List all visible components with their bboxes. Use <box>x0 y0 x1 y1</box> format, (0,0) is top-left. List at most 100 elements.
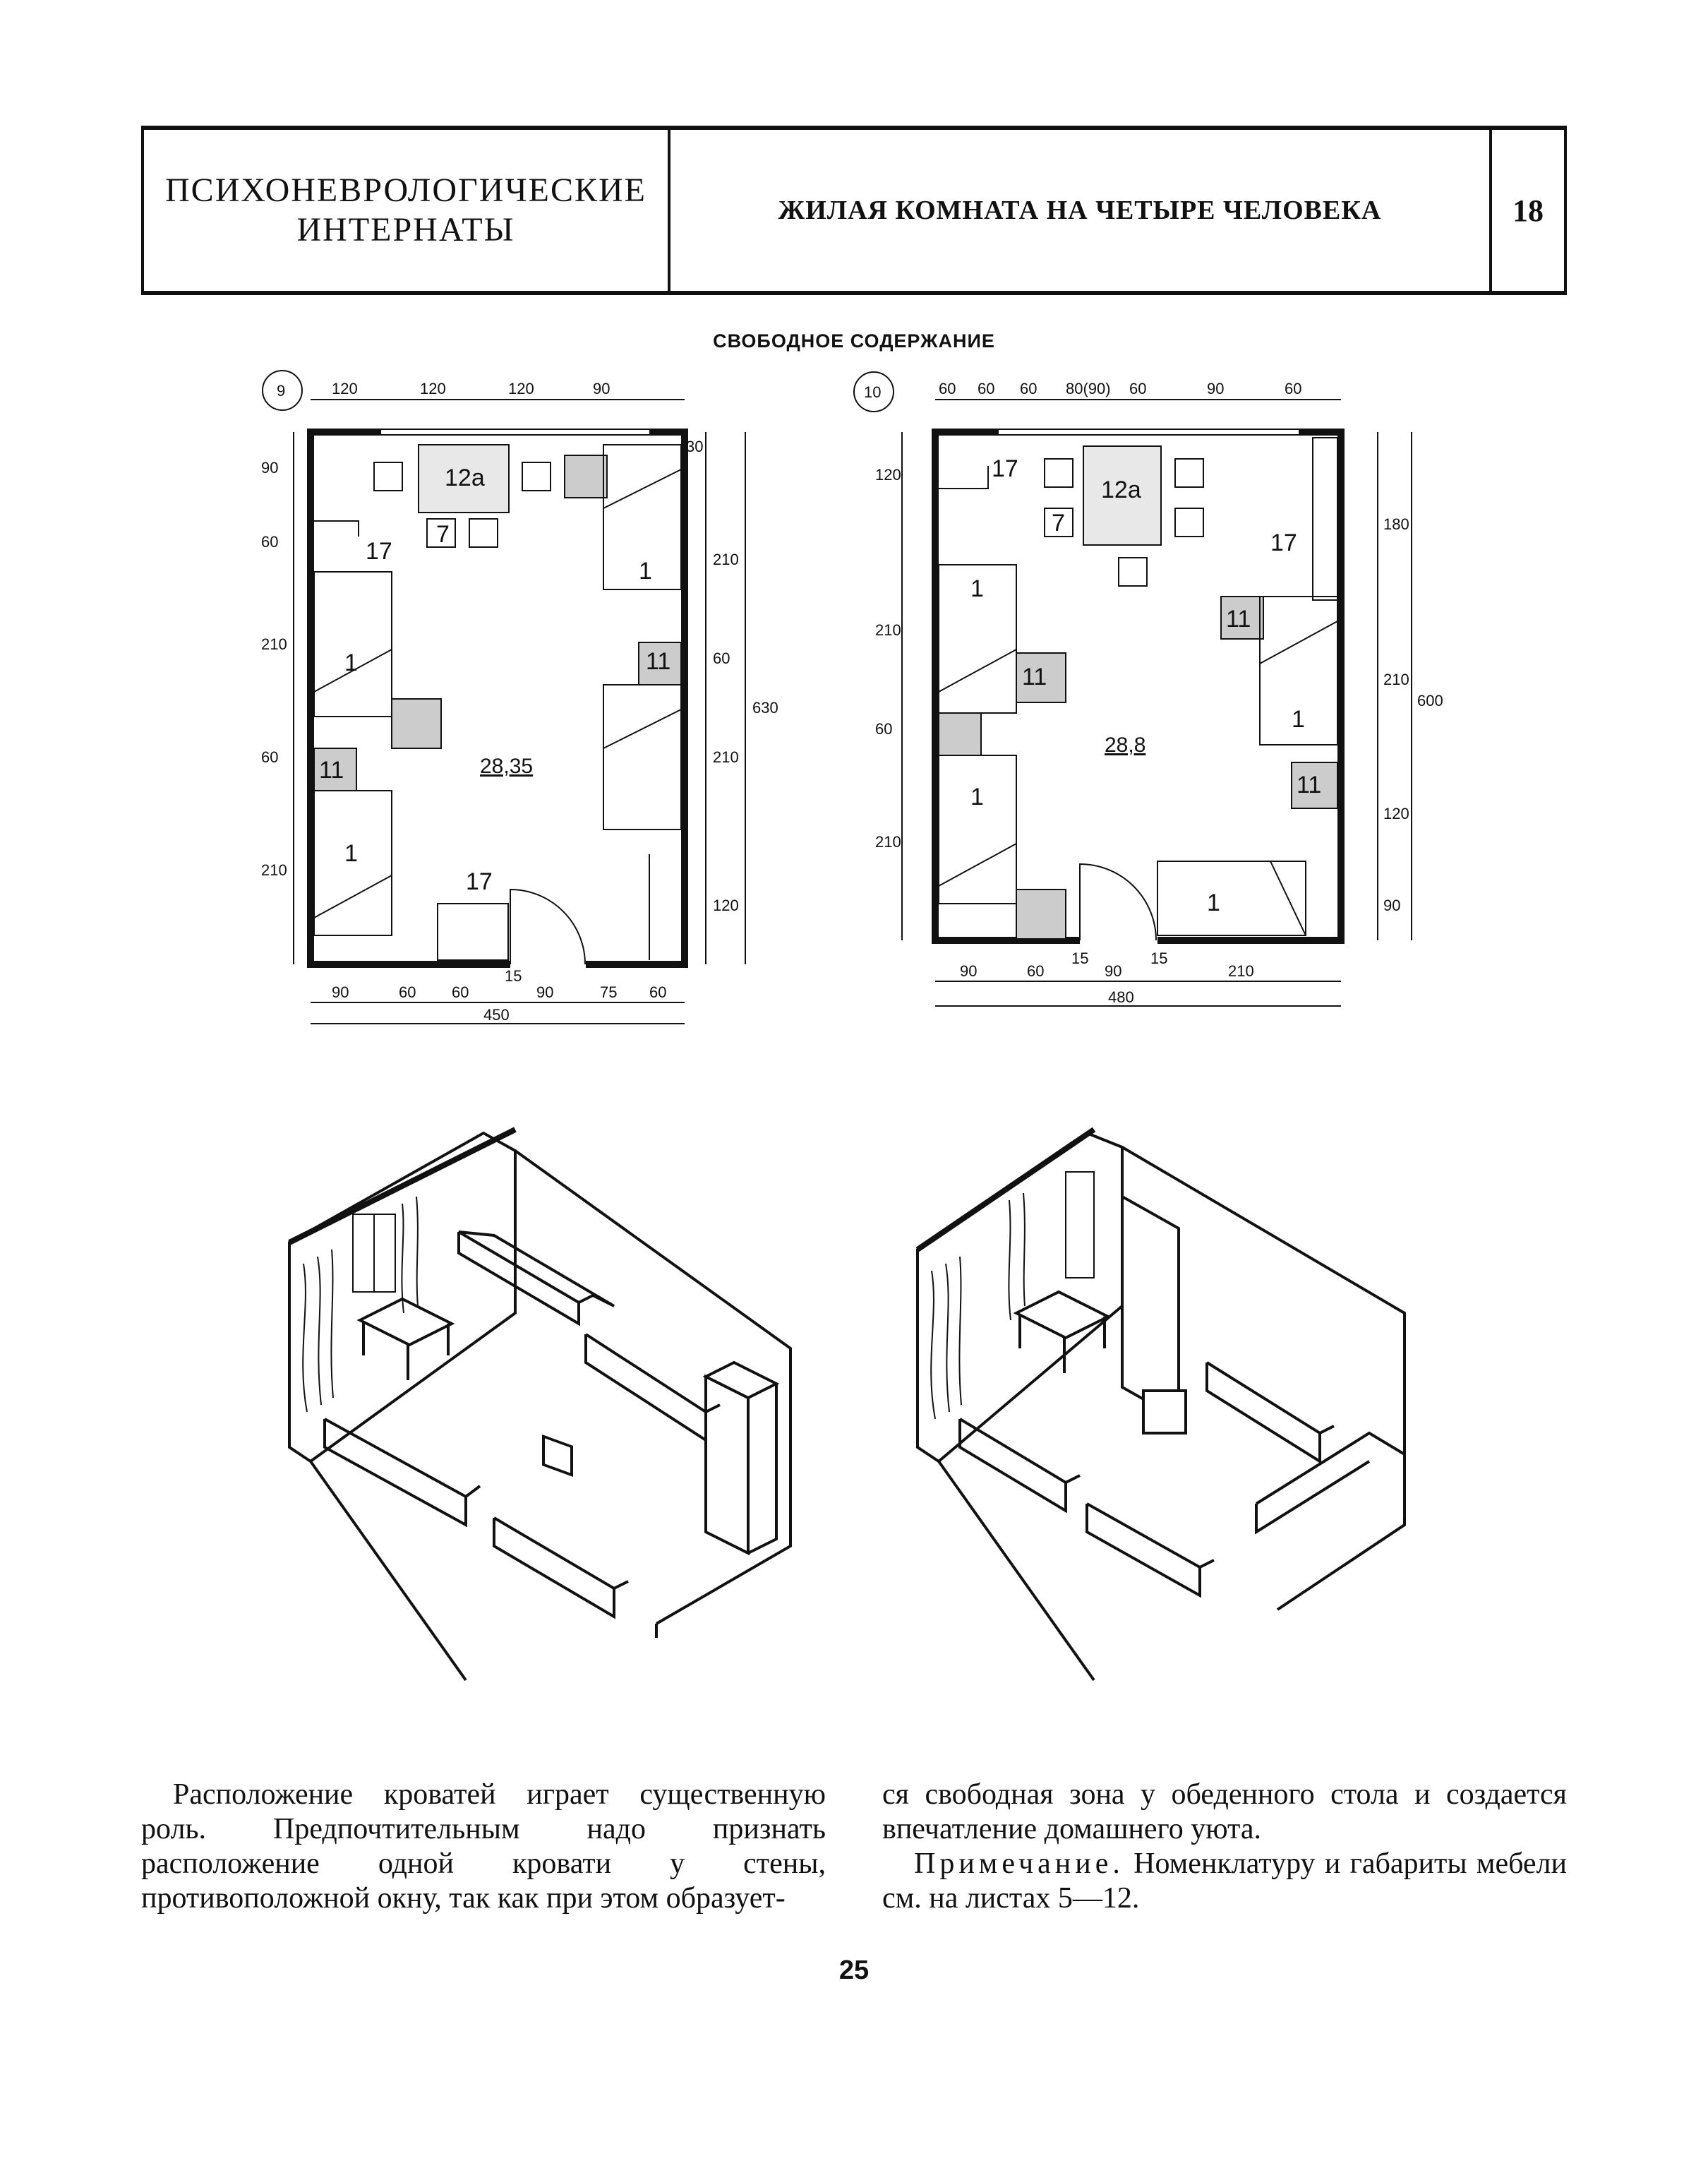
label-bed: 1 <box>970 575 984 602</box>
dim-left: 60 <box>875 720 892 738</box>
dim-total-height: 630 <box>752 699 778 717</box>
dim-top: 120 <box>508 380 534 397</box>
label-cabinet: 7 <box>1052 510 1065 537</box>
note-paragraph: Примечание. Номенклатуру и габариты мебе… <box>882 1847 1567 1916</box>
dim-left: 210 <box>261 861 287 879</box>
bed <box>313 571 392 717</box>
plan-number-badge <box>262 370 303 411</box>
dim-bottom: 60 <box>649 983 666 1001</box>
dim-bottom: 60 <box>399 983 416 1001</box>
label-bed: 1 <box>1207 890 1220 916</box>
nightstand <box>564 455 608 498</box>
sheet-number: 18 <box>1492 130 1567 291</box>
bed <box>938 755 1017 904</box>
label-bed: 1 <box>344 649 358 676</box>
label-bed: 1 <box>970 784 984 810</box>
dim-right: 60 <box>713 649 730 667</box>
nightstand <box>1016 889 1066 940</box>
page-number: 25 <box>838 1956 870 1985</box>
label-nightstand: 11 <box>646 648 670 675</box>
dim-bottom: 15 <box>505 967 522 985</box>
label-table: 12а <box>445 465 485 491</box>
nightstand <box>1220 596 1264 640</box>
dim-right: 210 <box>713 551 739 568</box>
room-area: 28,8 <box>1105 733 1145 757</box>
dim-total-width: 480 <box>1108 988 1134 1006</box>
bed <box>958 1418 1081 1514</box>
dim-total-width: 450 <box>483 1006 510 1024</box>
label-wardrobe: 17 <box>366 538 392 565</box>
dim-left: 210 <box>875 833 901 851</box>
dining-table <box>1083 445 1162 546</box>
floor-plan-9: 9 12а 7 17 17 1 1 1 11 11 28,35 120 120 … <box>261 370 778 1024</box>
wardrobe <box>704 1374 750 1556</box>
dim-bottom: 90 <box>536 983 553 1001</box>
dim-left: 90 <box>261 459 278 477</box>
dim-left: 60 <box>261 533 278 551</box>
chair <box>1174 508 1204 537</box>
nightstand <box>1291 762 1338 809</box>
label-wardrobe: 17 <box>466 868 493 895</box>
nightstand <box>1142 1389 1187 1435</box>
section-name-line1: ПСИХОНЕВРОЛОГИЧЕСКИЕ <box>165 172 646 209</box>
bed <box>1255 1431 1406 1535</box>
chair <box>373 462 403 491</box>
label-bed: 1 <box>344 840 358 867</box>
dim-top: 120 <box>332 380 358 397</box>
bed <box>584 1333 721 1443</box>
chair <box>469 518 498 548</box>
plan-number-label: 10 <box>864 383 881 401</box>
nightstand <box>1118 557 1148 587</box>
body-text-column-2: ся свободная зона у обеденного стола и с… <box>882 1778 1567 1916</box>
wardrobe <box>1121 1194 1180 1422</box>
dim-right: 120 <box>1383 805 1409 822</box>
section-title: СВОБОДНОЕ СОДЕРЖАНИЕ <box>713 330 995 352</box>
label-wardrobe: 17 <box>1270 529 1297 556</box>
note-label: Примечание. <box>914 1847 1124 1880</box>
label-bed: 1 <box>1292 706 1305 733</box>
dim-total-height: 600 <box>1417 692 1443 709</box>
label-wardrobe: 17 <box>992 455 1018 482</box>
dim-left: 210 <box>875 621 901 639</box>
dim-bottom: 15 <box>1150 950 1167 967</box>
dim-bottom: 60 <box>452 983 469 1001</box>
dim-top: 60 <box>1285 380 1301 397</box>
nightstand <box>391 698 442 749</box>
dining-table <box>356 1297 455 1380</box>
bed <box>457 1230 615 1326</box>
bed <box>603 444 682 590</box>
bed <box>1205 1361 1335 1464</box>
dim-top: 60 <box>1129 380 1146 397</box>
dim-right: 210 <box>713 748 739 766</box>
label-table: 12а <box>1101 477 1141 503</box>
label-nightstand: 11 <box>319 757 344 784</box>
label-bed: 1 <box>639 558 652 585</box>
dim-top: 60 <box>978 380 994 397</box>
label-nightstand: 11 <box>1022 664 1047 690</box>
dim-top: 120 <box>420 380 446 397</box>
dim-bottom: 90 <box>1105 962 1121 980</box>
sheet-title: ЖИЛАЯ КОМНАТА НА ЧЕТЫРЕ ЧЕЛОВЕКА <box>670 130 1492 291</box>
chair <box>522 462 551 491</box>
floor-plan-10: 10 12а 7 17 17 1 1 1 1 11 11 11 28,8 60 … <box>853 371 1443 1007</box>
dim-right: 30 <box>686 438 703 455</box>
nightstand <box>938 712 982 756</box>
dim-bottom: 90 <box>960 962 977 980</box>
dim-left: 120 <box>875 466 901 484</box>
dining-table <box>418 444 510 513</box>
dim-right: 120 <box>713 897 739 914</box>
dim-bottom: 60 <box>1027 962 1044 980</box>
dining-table <box>1013 1290 1112 1373</box>
bed <box>313 790 392 936</box>
body-text-column-1: Расположение кроватей играет существенну… <box>141 1778 826 1916</box>
label-cabinet: 7 <box>436 521 450 548</box>
dim-bottom: 15 <box>1071 950 1088 967</box>
dim-right: 90 <box>1383 897 1400 914</box>
plan-number-badge <box>853 371 894 412</box>
dim-top: 90 <box>593 380 610 397</box>
label-nightstand: 11 <box>1297 772 1321 798</box>
dim-top: 60 <box>939 380 956 397</box>
section-name-line2: ИНТЕРНАТЫ <box>296 211 515 248</box>
chair <box>1174 458 1204 488</box>
wardrobe <box>437 903 509 961</box>
